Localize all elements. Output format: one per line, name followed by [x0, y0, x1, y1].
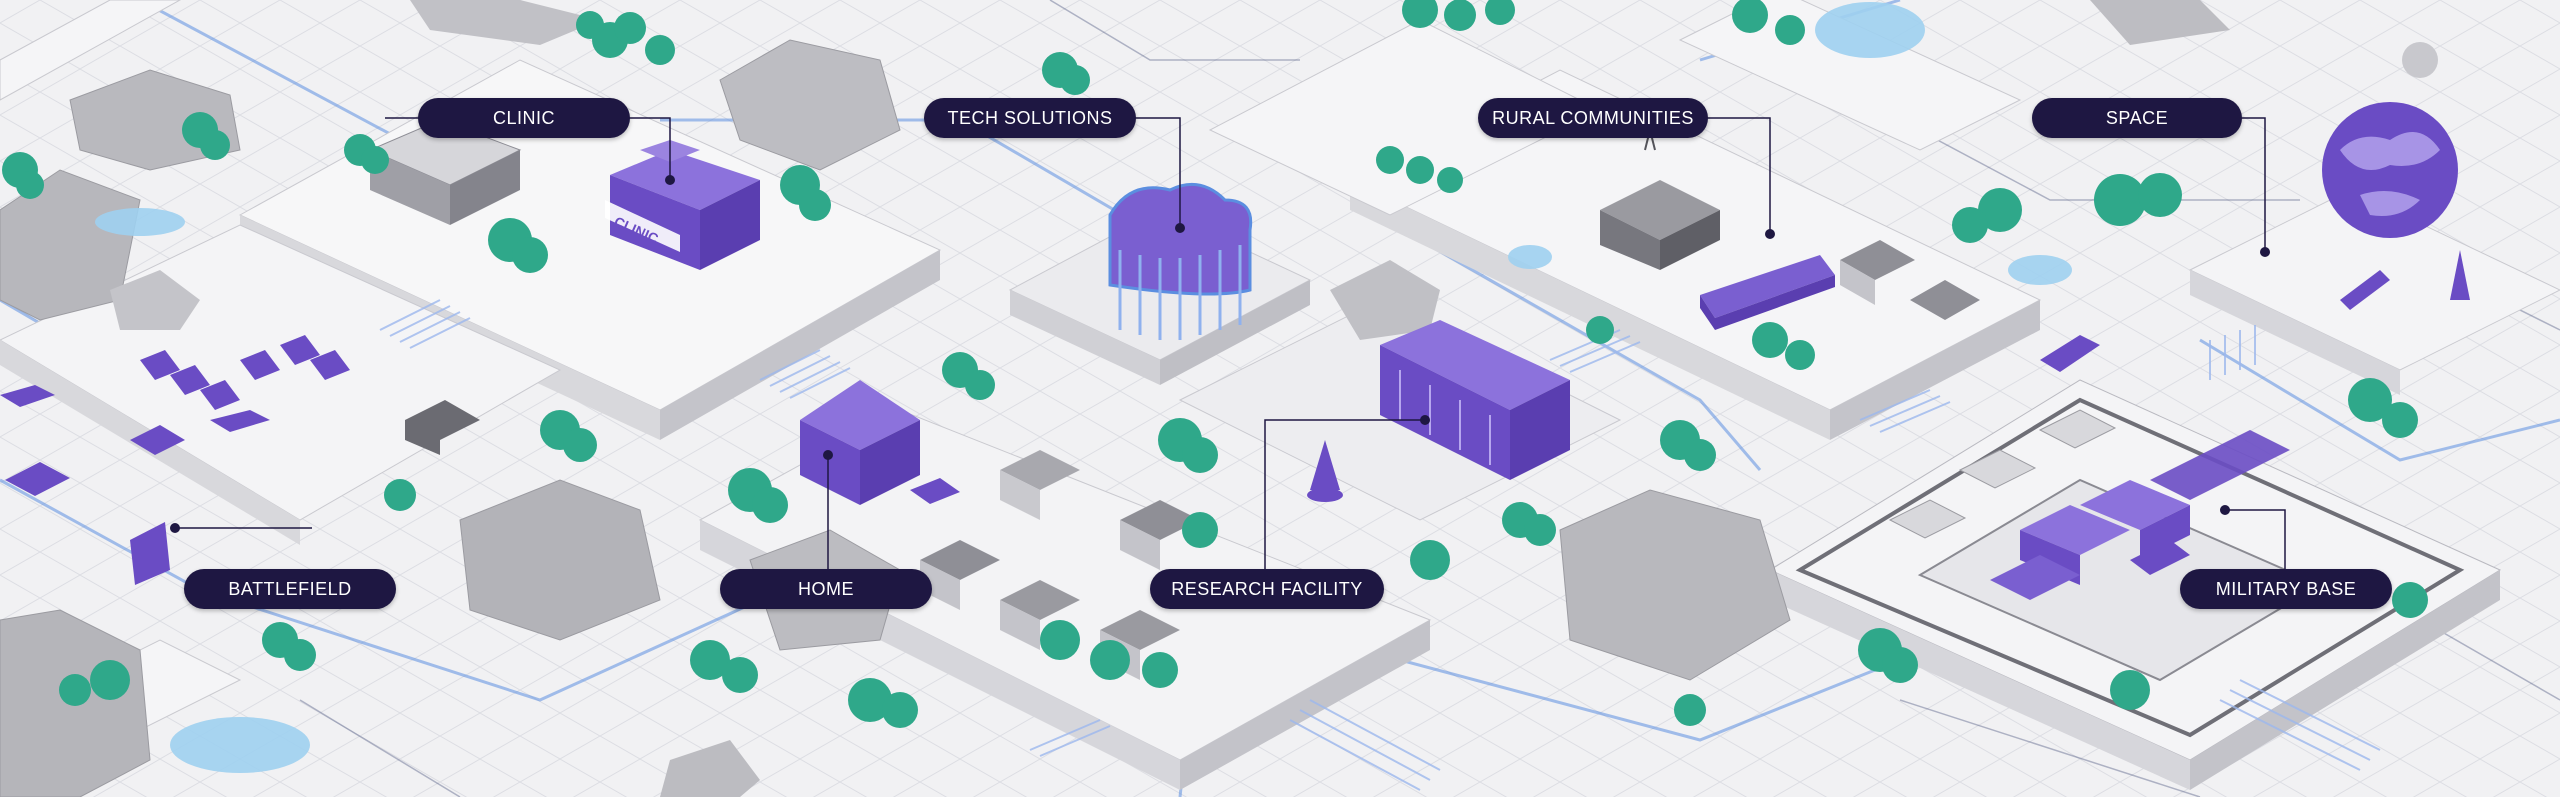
label-clinic[interactable]: CLINIC — [418, 98, 630, 138]
label-home[interactable]: HOME — [720, 569, 932, 609]
leader-dots — [170, 175, 2270, 533]
label-research-facility[interactable]: RESEARCH FACILITY — [1150, 569, 1384, 609]
label-rural-communities[interactable]: RURAL COMMUNITIES — [1478, 98, 1708, 138]
label-space[interactable]: SPACE — [2032, 98, 2242, 138]
trees — [2, 0, 2428, 728]
label-tech-solutions[interactable]: TECH SOLUTIONS — [924, 98, 1136, 138]
label-battlefield[interactable]: BATTLEFIELD — [184, 569, 396, 609]
buildings — [0, 42, 2470, 680]
ponds — [95, 2, 2072, 773]
label-military-base[interactable]: MILITARY BASE — [2180, 569, 2392, 609]
conduits — [379, 299, 2381, 791]
